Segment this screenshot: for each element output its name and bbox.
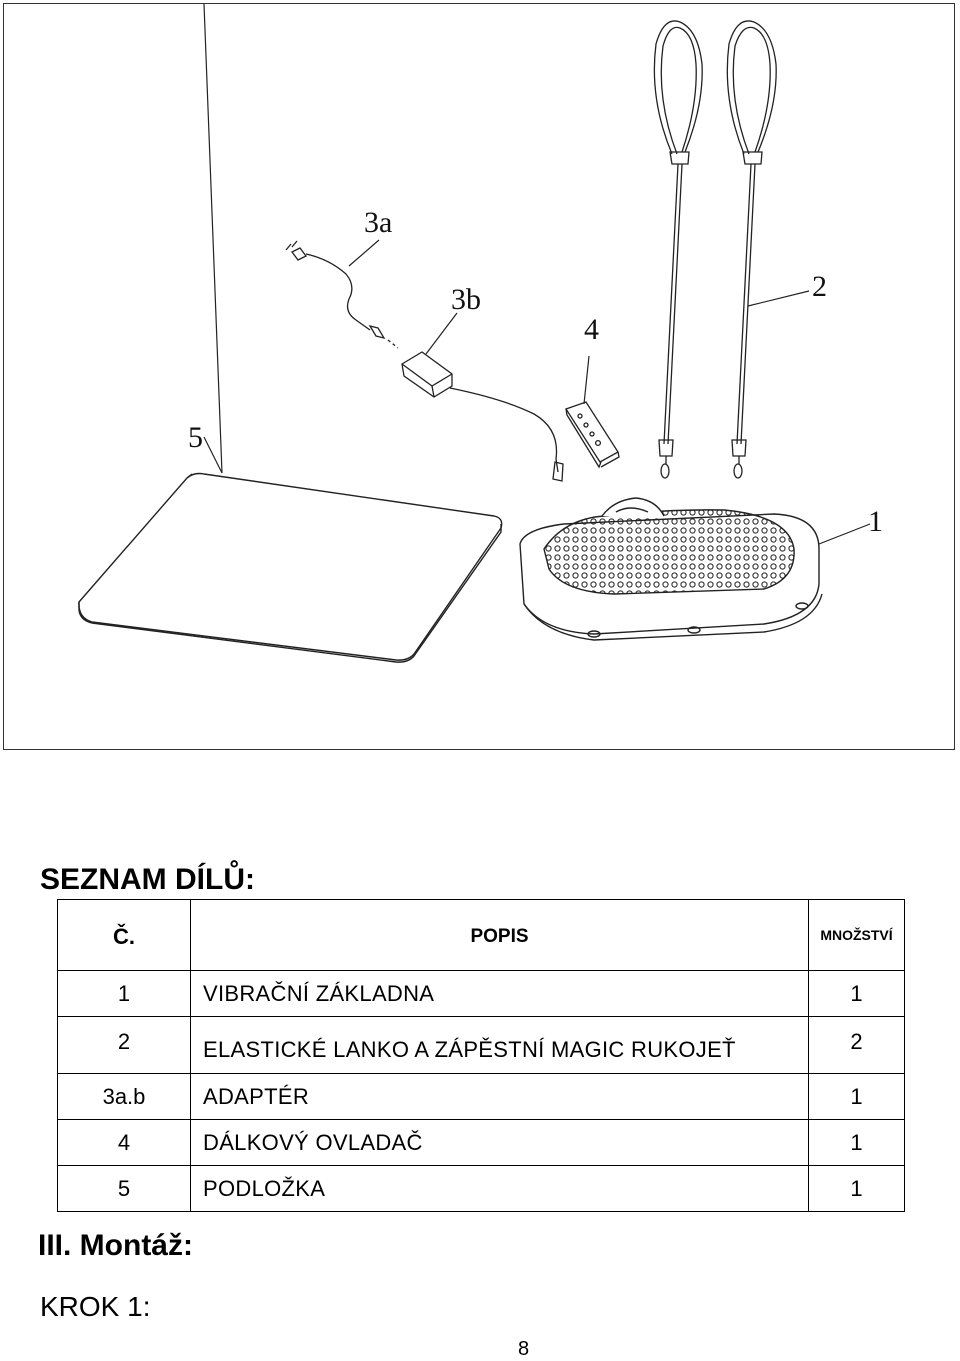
callout-line-5 (203, 4, 223, 474)
callout-1: 1 (868, 505, 883, 538)
vibration-base-drawing (519, 497, 823, 641)
parts-table: Č. POPIS MNOŽSTVÍ 1 VIBRAČNÍ ZÁKLADNA 1 … (57, 899, 905, 1212)
part-quantity: 2 (808, 1016, 905, 1074)
part-quantity: 1 (808, 970, 905, 1017)
part-number: 4 (57, 1119, 191, 1166)
part-quantity: 1 (808, 1073, 905, 1120)
part-number: 1 (57, 970, 191, 1017)
part-quantity: 1 (808, 1119, 905, 1166)
table-row: 4 DÁLKOVÝ OVLADAČ 1 (57, 1119, 905, 1166)
part-description: VIBRAČNÍ ZÁKLADNA (190, 970, 809, 1017)
mat-drawing (78, 472, 503, 663)
callout-2: 2 (812, 270, 827, 303)
part-description: DÁLKOVÝ OVLADAČ (190, 1119, 809, 1166)
adapter-drawing (285, 240, 564, 482)
header-description: POPIS (190, 899, 809, 971)
callout-4: 4 (584, 313, 599, 346)
leader-line-3a (348, 239, 380, 267)
table-row: 2 ELASTICKÉ LANKO A ZÁPĚSTNÍ MAGIC RUKOJ… (57, 1016, 905, 1074)
table-row: 3a.b ADAPTÉR 1 (57, 1073, 905, 1120)
part-number: 5 (57, 1165, 191, 1212)
part-number: 3a.b (57, 1073, 191, 1120)
parts-list-title: SEZNAM DÍLŮ: (40, 863, 255, 896)
callout-5: 5 (188, 421, 203, 454)
table-row: 5 PODLOŽKA 1 (57, 1165, 905, 1212)
leader-line-3b (425, 312, 458, 355)
step-label: KROK 1: (40, 1291, 151, 1322)
leader-line-1 (818, 523, 871, 545)
header-quantity: MNOŽSTVÍ (808, 899, 905, 971)
part-quantity: 1 (808, 1165, 905, 1212)
leader-line-5 (203, 436, 223, 474)
part-description: ELASTICKÉ LANKO A ZÁPĚSTNÍ MAGIC RUKOJEŤ (190, 1016, 809, 1074)
remote-drawing (565, 401, 620, 469)
header-number: Č. (57, 899, 191, 971)
callout-3a: 3a (364, 206, 393, 239)
parts-drawing (78, 4, 871, 663)
part-description: ADAPTÉR (190, 1073, 809, 1120)
callout-3b: 3b (451, 283, 481, 316)
parts-illustration: 3a 3b 4 2 5 1 (3, 3, 955, 750)
page-number: 8 (518, 1338, 530, 1360)
part-description: PODLOŽKA (190, 1165, 809, 1212)
part-number: 2 (57, 1016, 191, 1074)
leader-line-2 (747, 290, 810, 307)
assembly-title: III. Montáž: (38, 1229, 193, 1262)
elastic-cords-drawing (653, 20, 777, 479)
table-row: 1 VIBRAČNÍ ZÁKLADNA 1 (57, 970, 905, 1017)
leader-line-4 (583, 355, 590, 405)
table-header-row: Č. POPIS MNOŽSTVÍ (57, 899, 905, 971)
